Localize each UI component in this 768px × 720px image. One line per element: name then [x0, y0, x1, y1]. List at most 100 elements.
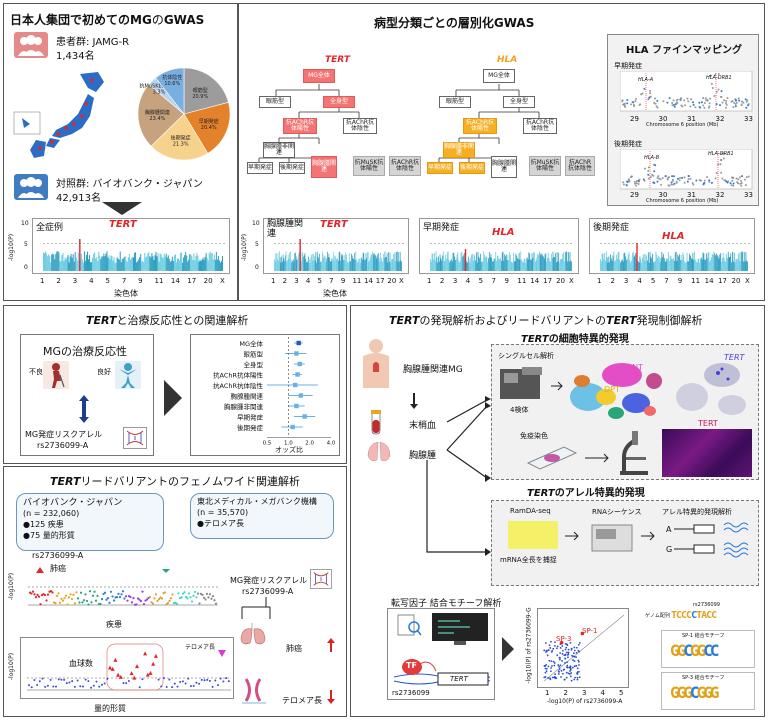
- manhattan-bar: [689, 255, 691, 271]
- manhattan-bar: [628, 252, 630, 271]
- manhattan-bar: [612, 255, 614, 271]
- manhattan-bar: [290, 259, 292, 271]
- manhattan-bar: [571, 261, 572, 271]
- manhattan-bar: [369, 260, 370, 271]
- hla-point: [723, 99, 726, 102]
- manhattan-bar: [651, 258, 653, 271]
- scatter-point: [558, 671, 560, 673]
- manhattan-bar: [311, 254, 313, 271]
- manhattan-bar: [685, 262, 687, 271]
- manhattan-bar: [633, 256, 635, 271]
- hla-point: [692, 103, 695, 106]
- manhattan-bar: [135, 252, 137, 271]
- manhattan-bar: [722, 252, 724, 271]
- forest-row-label: 胸腺腫関連: [231, 392, 264, 401]
- good-label: 良好: [97, 368, 111, 376]
- manhattan-bar: [289, 252, 290, 271]
- forest-xtick: 2.0: [305, 441, 314, 447]
- manhattan-bar: [666, 258, 668, 271]
- scatter-point: [575, 656, 577, 659]
- hla-point: [732, 106, 735, 109]
- trait-point: [38, 680, 41, 683]
- manhattan-bar: [91, 262, 93, 271]
- manhattan-bar: [52, 253, 54, 271]
- phewas-point: [171, 593, 174, 596]
- scatter-point: [575, 651, 578, 654]
- manhattan-bar: [352, 258, 354, 271]
- hla-point: [724, 179, 727, 182]
- manhattan-bar: [475, 252, 477, 271]
- manhattan-bar: [440, 258, 442, 271]
- manhattan-bar: [647, 260, 648, 271]
- manhattan-bar: [514, 261, 516, 271]
- hla-point: [743, 178, 746, 181]
- trait-point: [214, 679, 217, 682]
- hla-point: [710, 82, 713, 85]
- manhattan-bar: [381, 260, 383, 271]
- manhattan-bar: [123, 256, 125, 271]
- manhattan-bar: [732, 251, 733, 271]
- manhattan-bar: [695, 259, 696, 271]
- manhattan-bar: [163, 253, 165, 271]
- ytick-all-5: 5: [24, 241, 28, 248]
- manhattan-bar: [165, 253, 167, 271]
- manhattan-bar: [336, 259, 338, 271]
- manhattan-bar: [193, 253, 195, 271]
- trait-marker: [148, 670, 153, 675]
- manhattan-bar: [631, 253, 633, 271]
- manhattan-bar: [162, 258, 164, 271]
- phewas-point: [202, 596, 206, 599]
- manhattan-label-all: 全症例: [36, 223, 64, 233]
- cell-specific-box: シングルセル解析 4検体 DNT DPT TERT 免疫染色 TERT: [491, 344, 759, 480]
- trait-marker: [129, 671, 134, 676]
- scatter-point: [576, 667, 579, 670]
- manhattan-bar: [298, 252, 300, 271]
- manhattan-bar: [738, 252, 740, 271]
- xtick-label: 14: [364, 277, 373, 285]
- manhattan-bar: [213, 254, 215, 271]
- phewas-point: [126, 599, 129, 602]
- manhattan-bar: [438, 261, 440, 271]
- manhattan-bar: [720, 253, 722, 271]
- manhattan-bar: [716, 255, 718, 271]
- manhattan-bar: [744, 261, 746, 271]
- phewas-point: [142, 603, 146, 606]
- scatter-point: [567, 651, 570, 654]
- hla-point: [740, 104, 743, 107]
- manhattan-bar: [507, 255, 509, 271]
- trait-point: [138, 686, 141, 689]
- phewas-point: [96, 594, 99, 597]
- manhattan-bar: [699, 262, 701, 271]
- manhattan-bar: [112, 260, 114, 271]
- manhattan-bar: [139, 257, 141, 271]
- pie-slice-label: 胸腺腫関連: [145, 109, 170, 116]
- hla-point: [689, 177, 692, 180]
- hla-point: [654, 97, 657, 100]
- trait-point: [181, 680, 184, 683]
- manhattan-bar: [629, 260, 631, 271]
- manhattan-plot-thymoma: [274, 239, 404, 271]
- manhattan-bar: [716, 253, 717, 271]
- manhattan-bar: [568, 261, 570, 271]
- xtick-label: 20: [731, 277, 741, 285]
- manhattan-bar: [189, 254, 191, 271]
- trait-point: [127, 679, 130, 682]
- xtick-label: 32: [715, 115, 725, 123]
- phewas-point: [207, 596, 210, 599]
- ytick-all-0: 0: [24, 264, 28, 271]
- manhattan-bar: [279, 251, 280, 271]
- forest-point: [294, 403, 299, 409]
- manhattan-bar: [474, 255, 476, 271]
- dpt-label: DPT: [604, 385, 620, 394]
- manhattan-bar: [292, 259, 294, 271]
- manhattan-bar: [332, 258, 333, 271]
- genome-seq-logo: TCCCCTACC: [671, 610, 717, 621]
- manhattan-bar: [355, 251, 357, 271]
- hla-point: [740, 100, 743, 103]
- scatter-point: [567, 672, 570, 675]
- scatter-point: [545, 663, 548, 666]
- manhattan-bar: [526, 257, 528, 271]
- manhattan-bar: [296, 259, 298, 271]
- rs-small-label: rs2736099: [693, 602, 720, 608]
